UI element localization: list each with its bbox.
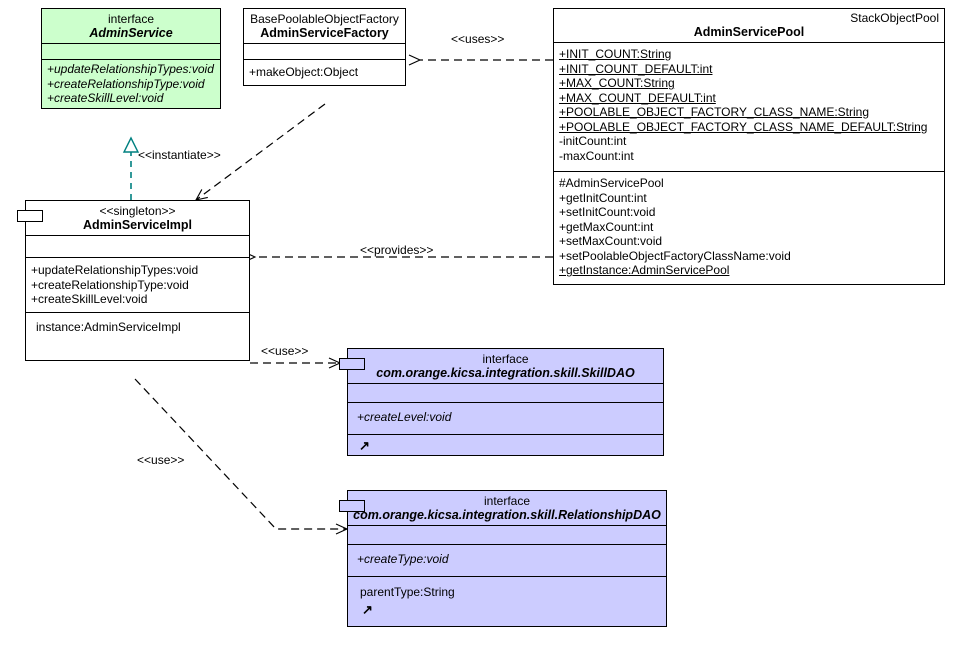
- edge-label-uses: <<uses>>: [451, 32, 505, 46]
- relationship-dao-methods: +createType:void: [348, 544, 666, 576]
- admin-service-impl-stereotype: <<singleton>>: [99, 204, 176, 218]
- admin-service-pool-attributes: +INIT_COUNT:String +INIT_COUNT_DEFAULT:i…: [554, 42, 944, 171]
- method-item: +getInitCount:int: [559, 190, 647, 205]
- admin-service-attributes: [42, 43, 220, 59]
- method-item: +getMaxCount:int: [559, 219, 654, 234]
- class-box-skill-dao[interactable]: interface com.orange.kicsa.integration.s…: [339, 348, 664, 456]
- attribute-item: -maxCount:int: [559, 148, 634, 163]
- method-item: +setInitCount:void: [559, 205, 656, 219]
- method-item: #AdminServicePool: [559, 176, 664, 190]
- class-box-admin-service-impl[interactable]: <<singleton>> AdminServiceImpl +updateRe…: [17, 200, 250, 361]
- method-item: +setMaxCount:void: [559, 234, 663, 248]
- admin-service-factory-attributes: [244, 43, 405, 59]
- method-item: +createRelationshipType:void: [31, 277, 189, 292]
- admin-service-pool-header: StackObjectPool AdminServicePool: [554, 9, 944, 42]
- up-right-arrow-icon: ↗: [359, 437, 370, 453]
- relationship-dao-attributes: [348, 525, 666, 544]
- admin-service-header: interface AdminService: [42, 9, 220, 43]
- method-item: +getInstance:AdminServicePool: [559, 263, 730, 277]
- method-item: +updateRelationshipTypes:void: [47, 62, 214, 76]
- edge-label-provides: <<provides>>: [360, 243, 434, 257]
- component-tab-icon: [17, 210, 43, 222]
- edge-label-use-skilldao: <<use>>: [261, 344, 309, 358]
- component-tab-icon: [339, 358, 365, 370]
- method-item: +createType:void: [357, 552, 449, 566]
- admin-service-name: AdminService: [89, 26, 173, 40]
- admin-service-pool-methods: #AdminServicePool +getInitCount:int +set…: [554, 171, 944, 284]
- attribute-item: +POOLABLE_OBJECT_FACTORY_CLASS_NAME:Stri…: [559, 105, 870, 119]
- class-box-admin-service-pool[interactable]: StackObjectPool AdminServicePool +INIT_C…: [553, 8, 945, 285]
- relationship-dao-name: com.orange.kicsa.integration.skill.Relat…: [353, 508, 661, 522]
- method-item: +createSkillLevel:void: [47, 91, 164, 105]
- admin-service-pool-name: AdminServicePool: [693, 25, 805, 39]
- admin-service-impl-name: AdminServiceImpl: [82, 218, 193, 232]
- edge-label-instantiate: <<instantiate>>: [138, 148, 221, 162]
- instance-field: instance:AdminServiceImpl: [36, 319, 181, 334]
- method-item: +createRelationshipType:void: [47, 76, 205, 91]
- attribute-item: +INIT_COUNT_DEFAULT:int: [559, 61, 713, 76]
- edge-label-use-relationshipdao: <<use>>: [137, 453, 185, 467]
- class-box-admin-service[interactable]: interface AdminService +updateRelationsh…: [41, 8, 221, 109]
- admin-service-impl-methods: +updateRelationshipTypes:void +createRel…: [26, 257, 249, 312]
- instantiate-triangle: [122, 136, 140, 153]
- admin-service-factory-header: BasePoolableObjectFactory AdminServiceFa…: [244, 9, 405, 43]
- attribute-item: +MAX_COUNT:String: [559, 76, 675, 90]
- admin-service-methods: +updateRelationshipTypes:void +createRel…: [42, 59, 220, 108]
- admin-service-factory-methods: +makeObject:Object: [244, 59, 405, 85]
- method-item: +createLevel:void: [357, 410, 452, 424]
- skill-dao-methods: +createLevel:void: [348, 402, 663, 434]
- method-item: +setPoolableObjectFactoryClassName:void: [559, 248, 791, 263]
- attribute-item: +POOLABLE_OBJECT_FACTORY_CLASS_NAME_DEFA…: [559, 119, 928, 134]
- admin-service-factory-name: AdminServiceFactory: [260, 26, 389, 40]
- admin-service-impl-header: <<singleton>> AdminServiceImpl: [26, 201, 249, 235]
- field-item: parentType:String: [360, 584, 455, 599]
- class-box-relationship-dao[interactable]: interface com.orange.kicsa.integration.s…: [339, 490, 667, 627]
- up-right-arrow-icon: ↗: [362, 602, 373, 617]
- skill-dao-name: com.orange.kicsa.integration.skill.Skill…: [376, 366, 635, 380]
- admin-service-factory-stereotype: BasePoolableObjectFactory: [250, 12, 399, 26]
- method-item: +updateRelationshipTypes:void: [31, 263, 199, 277]
- relationship-dao-field: parentType:String ↗: [348, 575, 666, 627]
- attribute-item: +MAX_COUNT_DEFAULT:int: [559, 90, 716, 105]
- class-box-admin-service-factory[interactable]: BasePoolableObjectFactory AdminServiceFa…: [243, 8, 406, 86]
- skill-dao-attributes: [348, 383, 663, 402]
- admin-service-pool-stereotype: StackObjectPool: [850, 11, 939, 25]
- admin-service-impl-footer: instance:AdminServiceImpl: [26, 311, 249, 361]
- method-item: +makeObject:Object: [249, 65, 359, 79]
- component-tab-icon: [339, 500, 365, 512]
- admin-service-stereotype: interface: [107, 12, 155, 26]
- method-item: +createSkillLevel:void: [31, 292, 148, 306]
- skill-dao-stereotype: interface: [482, 352, 529, 366]
- relationship-dao-header: interface com.orange.kicsa.integration.s…: [348, 491, 666, 525]
- relationship-dao-stereotype: interface: [483, 494, 531, 508]
- skill-dao-footer: ↗: [348, 433, 663, 455]
- attribute-item: +INIT_COUNT:String: [559, 47, 672, 61]
- skill-dao-header: interface com.orange.kicsa.integration.s…: [348, 349, 663, 383]
- admin-service-impl-attributes: [26, 235, 249, 257]
- attribute-item: -initCount:int: [559, 134, 627, 148]
